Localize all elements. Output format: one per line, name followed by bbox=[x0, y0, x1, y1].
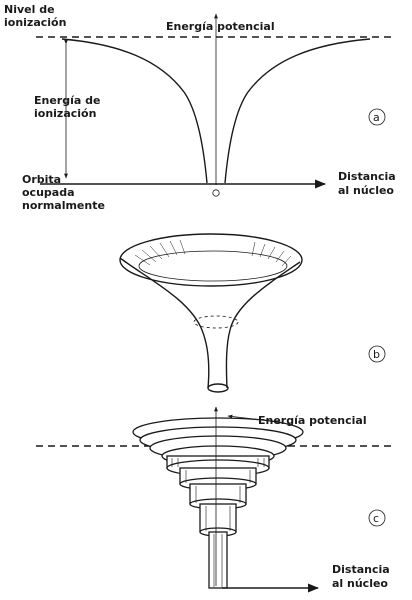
nucleus-origin bbox=[212, 189, 220, 197]
panel-c-tag: c bbox=[373, 512, 379, 525]
panel-a-tag-circle bbox=[368, 108, 386, 126]
panel-b-tag-circle bbox=[368, 345, 386, 363]
funnel-rim bbox=[119, 233, 303, 287]
energia-ion-label-1: Energía de bbox=[34, 94, 100, 107]
distancia-label-a-2: al núcleo bbox=[338, 184, 394, 197]
orbita-label-3: normalmente bbox=[22, 199, 105, 212]
panel-c-tag-circle bbox=[368, 509, 386, 527]
panel-b: b bbox=[119, 233, 386, 393]
funnel-spout bbox=[207, 383, 229, 393]
funnel-hatching bbox=[134, 239, 292, 267]
panel-a-tag: a bbox=[373, 111, 380, 124]
distancia-label-c-1: Distancia bbox=[332, 563, 390, 576]
potential-well-curve bbox=[61, 38, 371, 184]
nivel-label-1: Nivel de bbox=[4, 3, 55, 16]
distancia-label-c-2: al núcleo bbox=[332, 577, 388, 590]
funnel-rim-inner bbox=[138, 250, 288, 282]
panel-a: Nivel de ionización Energía potencial En… bbox=[4, 3, 396, 212]
energia-pointer-c bbox=[227, 414, 263, 421]
energia-potencial-label-a: Energía potencial bbox=[166, 20, 275, 33]
nivel-label-2: ionización bbox=[4, 16, 66, 29]
energia-potencial-label-c: Energía potencial bbox=[258, 414, 367, 427]
panel-b-tag: b bbox=[373, 348, 380, 361]
stepped-funnel bbox=[132, 417, 304, 589]
orbita-label-1: Orbita bbox=[22, 173, 61, 186]
panel-c: Energía potencial Distancia al núcleo c bbox=[36, 406, 392, 593]
funnel-body bbox=[119, 257, 301, 389]
distancia-label-a-1: Distancia bbox=[338, 170, 396, 183]
funnel-mid-ring bbox=[193, 315, 239, 329]
energia-ion-label-2: ionización bbox=[34, 107, 96, 120]
orbita-label-2: ocupada bbox=[22, 186, 75, 199]
